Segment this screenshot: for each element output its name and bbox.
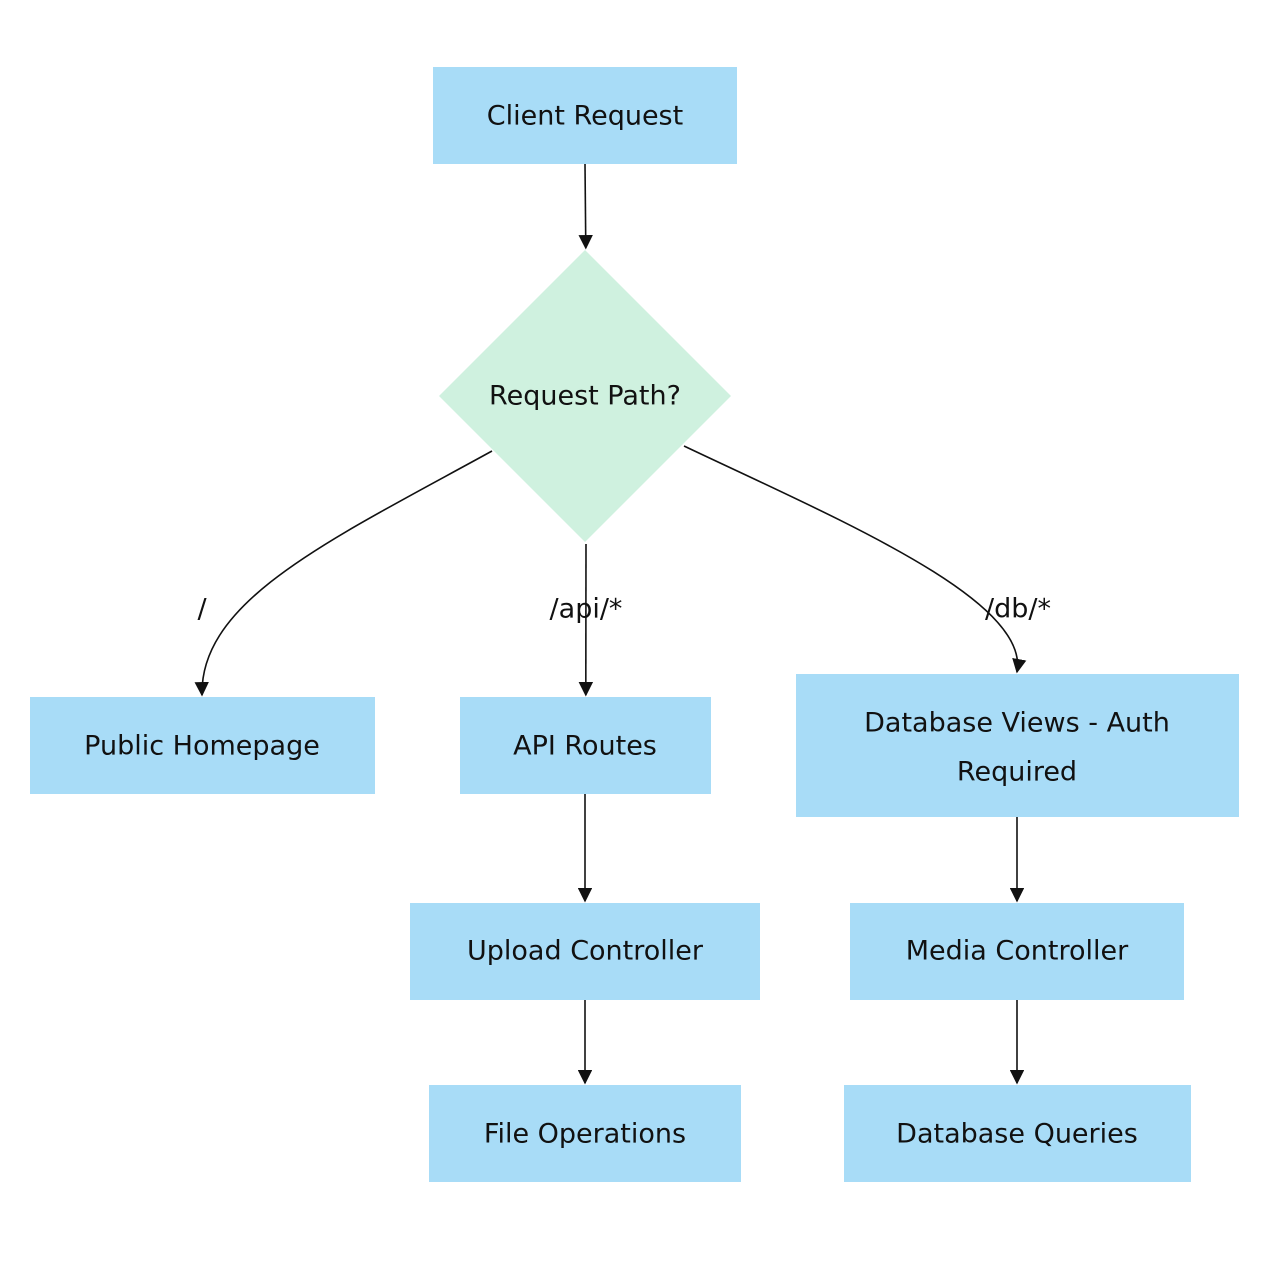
edge-label-root-path: /	[197, 594, 207, 625]
edge-decision-to-public-homepage	[194, 450, 493, 697]
edge-label-api-path: /api/*	[550, 594, 623, 625]
node-label-file-operations: File Operations	[484, 1119, 686, 1150]
edge-label-db-path: /db/*	[985, 594, 1051, 625]
node-database-queries: Database Queries	[844, 1085, 1191, 1182]
node-label-media-controller: Media Controller	[906, 936, 1129, 967]
node-label-database-queries: Database Queries	[896, 1119, 1138, 1150]
edge-decision-to-database-views	[683, 445, 1027, 674]
node-file-operations: File Operations	[429, 1085, 741, 1182]
node-label-public-homepage: Public Homepage	[84, 731, 320, 762]
node-label-request-path: Request Path?	[489, 381, 681, 412]
node-label-api-routes: API Routes	[513, 731, 657, 762]
node-label-upload-controller: Upload Controller	[467, 936, 704, 967]
node-upload-controller: Upload Controller	[410, 903, 760, 1000]
node-label-database-views-line-2: Required	[957, 757, 1077, 788]
node-database-views: Database Views - Auth Required	[796, 674, 1239, 817]
node-public-homepage: Public Homepage	[30, 697, 375, 794]
node-label-database-views-line-1: Database Views - Auth	[864, 708, 1170, 739]
node-api-routes: API Routes	[460, 697, 711, 794]
node-request-path-decision: Request Path?	[439, 250, 731, 542]
node-client-request: Client Request	[433, 67, 737, 164]
edge-labels: / /api/* /db/*	[197, 594, 1051, 625]
edges	[194, 163, 1027, 1085]
node-label-client-request: Client Request	[487, 101, 683, 132]
node-media-controller: Media Controller	[850, 903, 1184, 1000]
edge-client-to-decision	[578, 163, 593, 250]
